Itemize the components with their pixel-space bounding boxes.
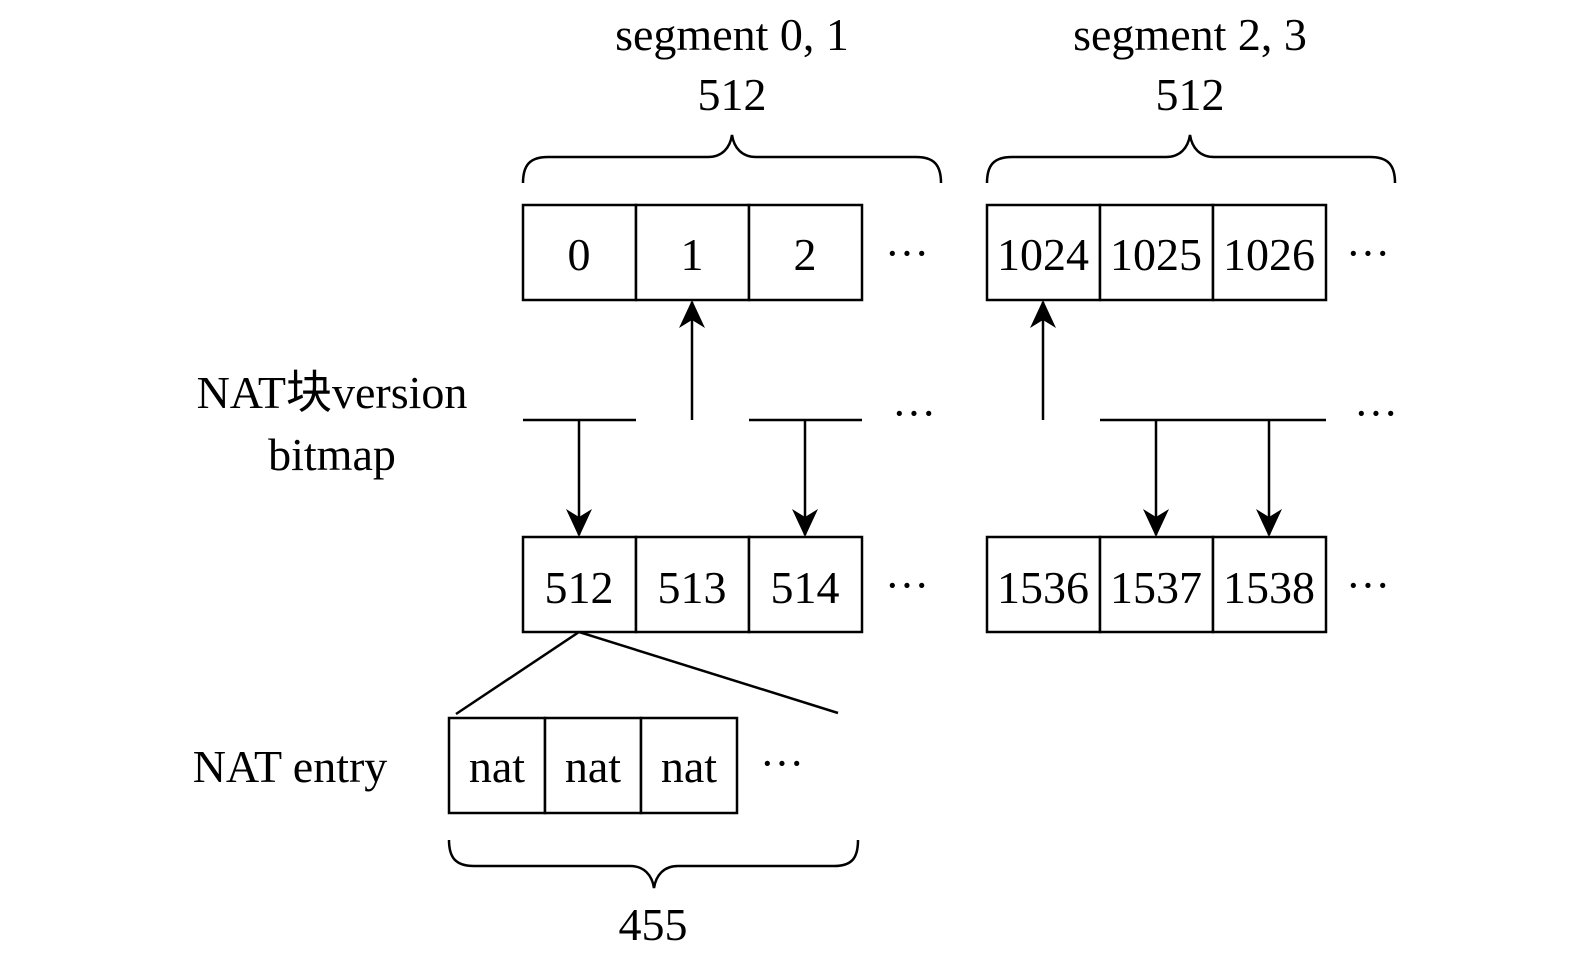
nat-block-cell [747, 535, 864, 634]
bottom-block-row-b: 1536 1537 1538 [985, 535, 1328, 634]
nat-block-cell [985, 535, 1102, 634]
ellipsis: ··· [1346, 561, 1390, 610]
nat-entry-cell [447, 716, 547, 815]
nat-block-number: 513 [658, 562, 727, 613]
nat-block-number: 1026 [1223, 229, 1315, 280]
ellipsis: ··· [885, 229, 929, 278]
segment-group-b-label: segment 2, 3 [1073, 9, 1307, 60]
nat-block-number: 1538 [1223, 562, 1315, 613]
nat-block-cell [747, 203, 864, 302]
nat-entry-cell [639, 716, 739, 815]
nat-block-number: 1536 [997, 562, 1089, 613]
nat-block-cell [1211, 535, 1328, 634]
nat-entry-text: nat [661, 741, 717, 792]
ellipsis: ··· [885, 561, 929, 610]
nat-entry-row: nat nat nat [447, 716, 739, 815]
segment-group-a-brace [521, 134, 943, 184]
segment-group-a-label: segment 0, 1 [615, 9, 849, 60]
nat-block-cell [634, 535, 751, 634]
nat-block-number: 1537 [1110, 562, 1202, 613]
nat-block-number: 0 [568, 229, 591, 280]
nat-block-number: 1 [681, 229, 704, 280]
nat-block-cell [521, 535, 638, 634]
top-block-row-a: 0 1 2 [521, 203, 864, 302]
segment-group-b-brace [985, 134, 1397, 184]
nat-entry-text: nat [469, 741, 525, 792]
nat-block-cell [1211, 203, 1328, 302]
nat-block-number: 1024 [997, 229, 1089, 280]
top-block-row-b: 1024 1025 1026 [985, 203, 1328, 302]
nat-block-cell [521, 203, 638, 302]
nat-block-cell [1098, 203, 1215, 302]
ellipsis: ··· [892, 389, 936, 438]
nat-entry-text: nat [565, 741, 621, 792]
expand-line-right [578, 630, 839, 715]
bitmap-label-line1: NAT块version [197, 367, 468, 418]
nat-block-cell [1098, 535, 1215, 634]
nat-block-cell [634, 203, 751, 302]
ellipsis: ··· [760, 739, 804, 788]
nat-entry-label: NAT entry [193, 741, 388, 792]
expand-line-left [455, 630, 580, 716]
bottom-block-row-a: 512 513 514 [521, 535, 864, 634]
nat-block-number: 512 [545, 562, 614, 613]
nat-entry-count: 455 [619, 899, 688, 950]
nat-block-number: 2 [794, 229, 817, 280]
nat-entry-brace [447, 839, 860, 889]
segment-group-a-count: 512 [698, 69, 767, 120]
ellipsis: ··· [1354, 389, 1398, 438]
segment-group-b-count: 512 [1156, 69, 1225, 120]
nat-block-number: 514 [771, 562, 840, 613]
bitmap-label-line2: bitmap [268, 429, 396, 480]
ellipsis: ··· [1346, 229, 1390, 278]
nat-block-number: 1025 [1110, 229, 1202, 280]
